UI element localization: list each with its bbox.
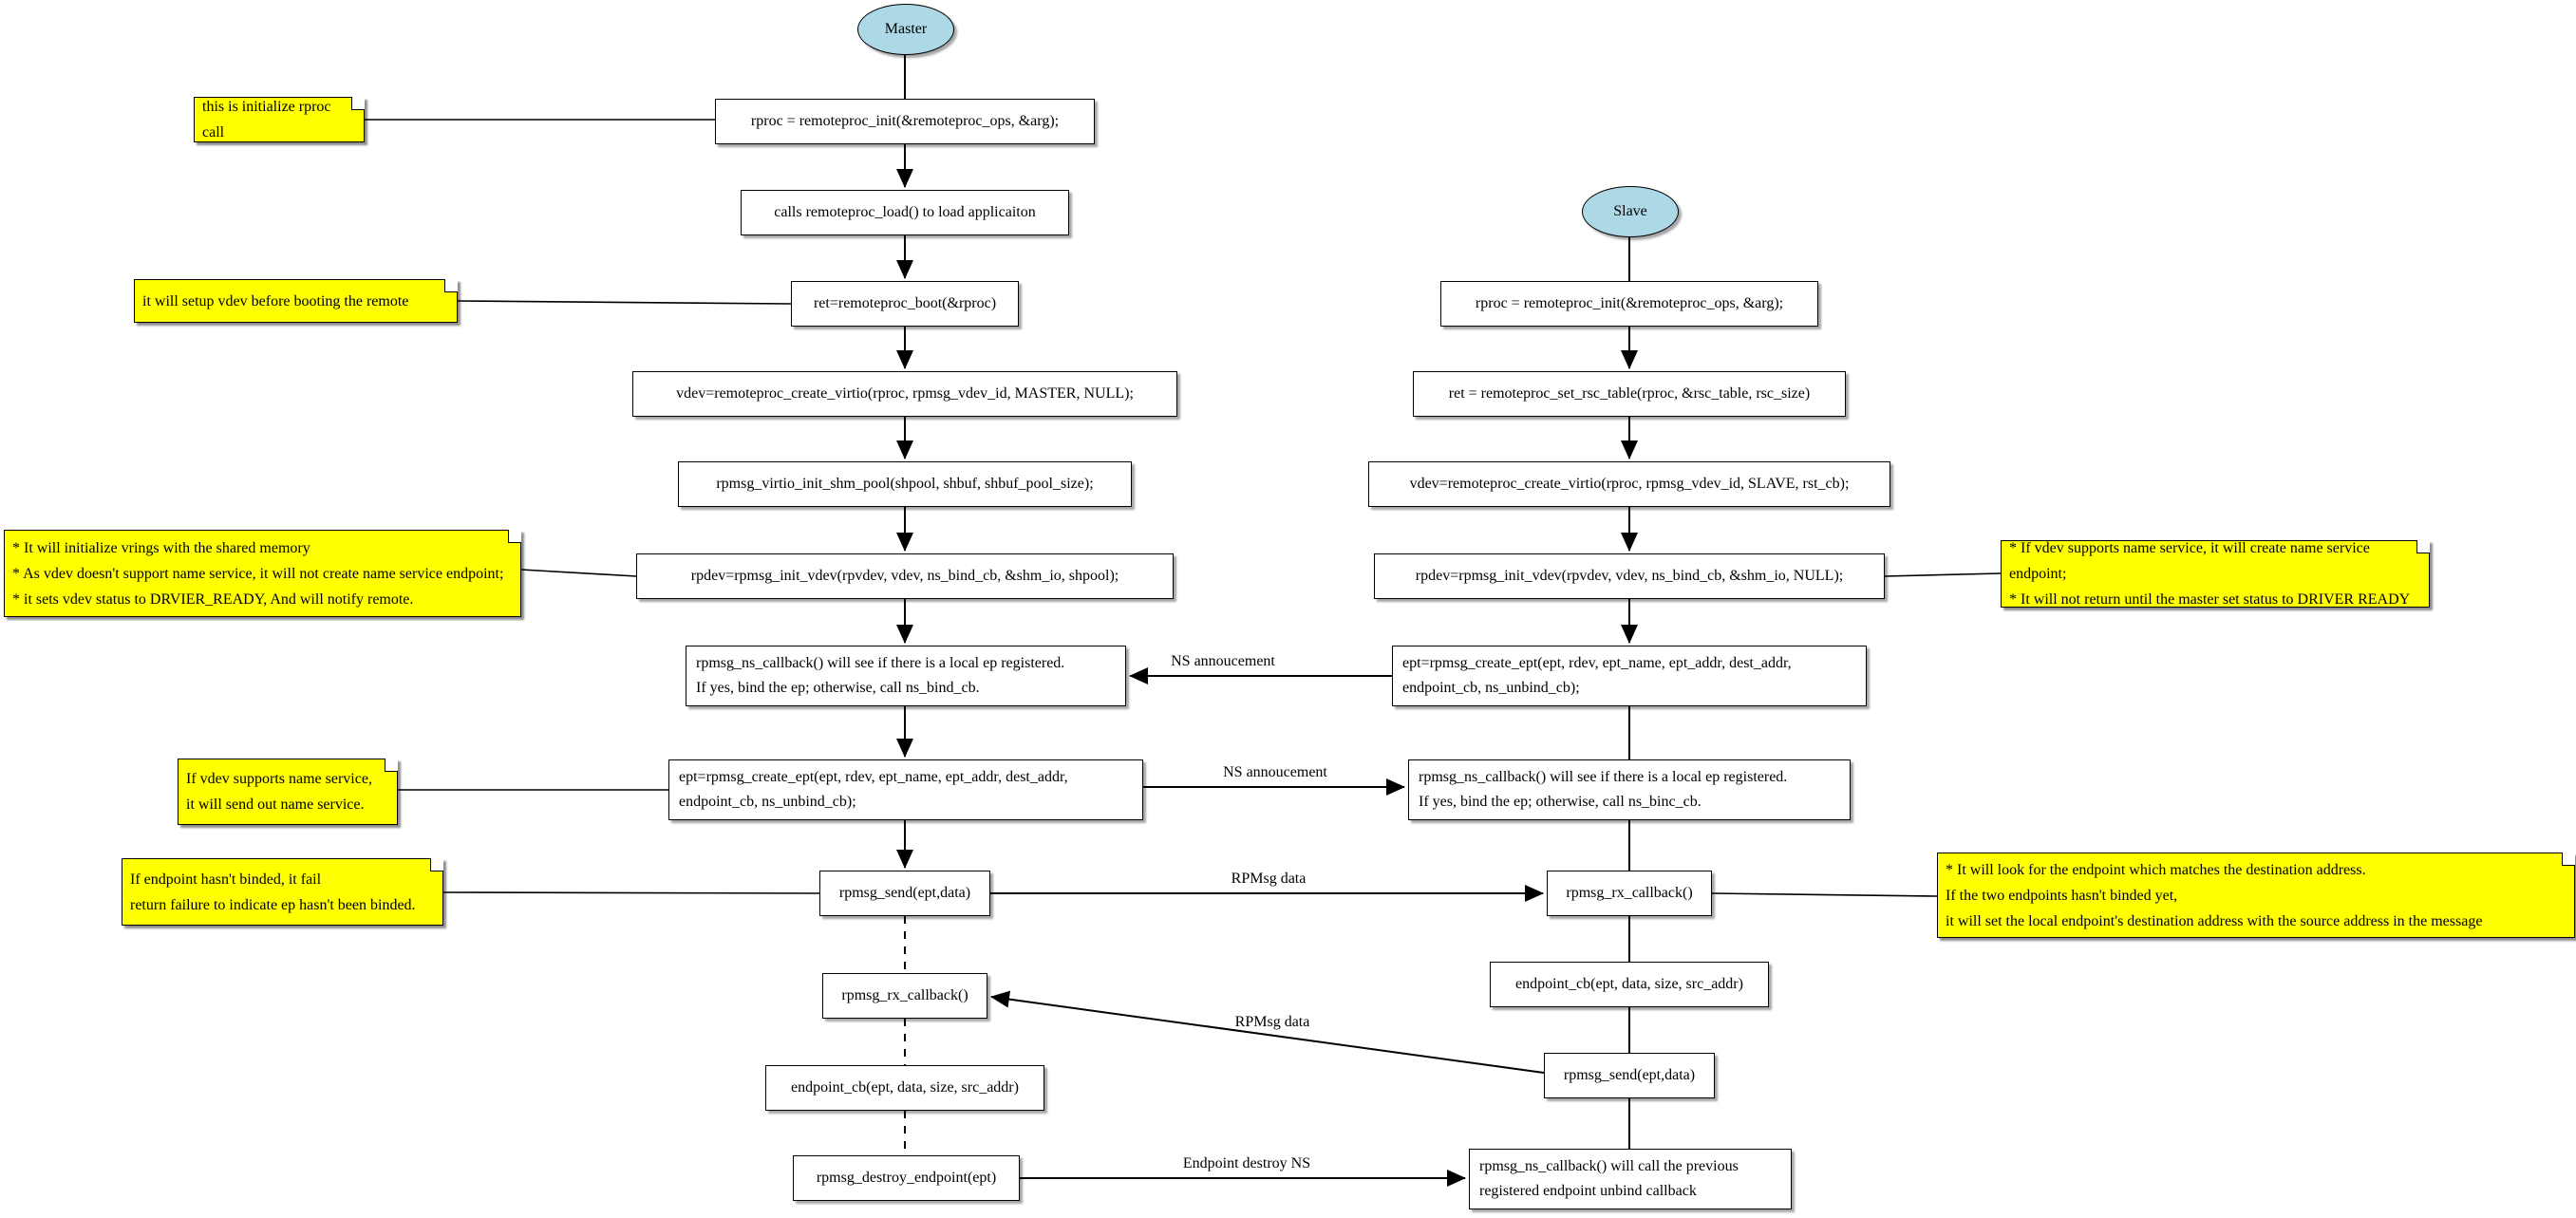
note-endpoint-not-binded: If endpoint hasn't binded, it fail retur… — [122, 858, 443, 926]
node-slave-remoteproc-init: rproc = remoteproc_init(&remoteproc_ops,… — [1440, 281, 1818, 327]
node-master-create-ept: ept=rpmsg_create_ept(ept, rdev, ept_name… — [668, 759, 1143, 820]
edge-label-endpoint-destroy-ns: Endpoint destroy NS — [1182, 1155, 1311, 1171]
node-master-remoteproc-boot: ret=remoteproc_boot(&rproc) — [791, 281, 1019, 327]
note-slave-name-service: * If vdev supports name service, it will… — [2001, 540, 2430, 608]
node-master-rx-callback: rpmsg_rx_callback() — [822, 973, 987, 1019]
node-slave-ns-unbind-callback: rpmsg_ns_callback() will call the previo… — [1469, 1149, 1792, 1209]
node-slave-rx-callback: rpmsg_rx_callback() — [1547, 871, 1712, 916]
node-slave-rpmsg-init-vdev: rpdev=rpmsg_init_vdev(rpvdev, vdev, ns_b… — [1374, 553, 1885, 599]
note-send-name-service: If vdev supports name service, it will s… — [178, 759, 398, 825]
node-master-remoteproc-init: rproc = remoteproc_init(&remoteproc_ops,… — [715, 99, 1095, 144]
note-setup-vdev: it will setup vdev before booting the re… — [134, 279, 458, 323]
edge-label-rpmsg-data-1: RPMsg data — [1231, 871, 1307, 887]
edge-label-ns-announcement-2: NS annoucement — [1223, 764, 1327, 780]
node-master-init-shm-pool: rpmsg_virtio_init_shm_pool(shpool, shbuf… — [678, 461, 1132, 507]
master-terminal: Master — [857, 4, 954, 55]
edge-label-ns-announcement-1: NS annoucement — [1171, 653, 1275, 669]
slave-terminal: Slave — [1582, 186, 1679, 237]
node-master-destroy-endpoint: rpmsg_destroy_endpoint(ept) — [793, 1155, 1020, 1201]
node-slave-set-rsc-table: ret = remoteproc_set_rsc_table(rproc, &r… — [1413, 371, 1846, 417]
node-master-endpoint-cb: endpoint_cb(ept, data, size, src_addr) — [765, 1065, 1044, 1111]
node-master-remoteproc-load: calls remoteproc_load() to load applicai… — [741, 190, 1069, 235]
node-master-rpmsg-init-vdev: rpdev=rpmsg_init_vdev(rpvdev, vdev, ns_b… — [636, 553, 1174, 599]
node-slave-endpoint-cb: endpoint_cb(ept, data, size, src_addr) — [1490, 962, 1769, 1007]
note-initialize-rproc: this is initialize rproc call — [194, 97, 365, 142]
node-slave-ns-callback: rpmsg_ns_callback() will see if there is… — [1408, 759, 1851, 820]
node-master-rpmsg-send: rpmsg_send(ept,data) — [819, 871, 990, 916]
node-slave-rpmsg-send: rpmsg_send(ept,data) — [1544, 1053, 1715, 1098]
edge-label-rpmsg-data-2: RPMsg data — [1234, 1014, 1310, 1030]
note-init-vrings: * It will initialize vrings with the sha… — [4, 530, 521, 617]
node-slave-create-virtio: vdev=remoteproc_create_virtio(rproc, rpm… — [1368, 461, 1890, 507]
node-master-create-virtio: vdev=remoteproc_create_virtio(rproc, rpm… — [632, 371, 1177, 417]
note-rx-lookup-endpoint: * It will look for the endpoint which ma… — [1937, 853, 2575, 938]
node-master-ns-callback: rpmsg_ns_callback() will see if there is… — [686, 646, 1126, 706]
node-slave-create-ept: ept=rpmsg_create_ept(ept, rdev, ept_name… — [1392, 646, 1867, 706]
